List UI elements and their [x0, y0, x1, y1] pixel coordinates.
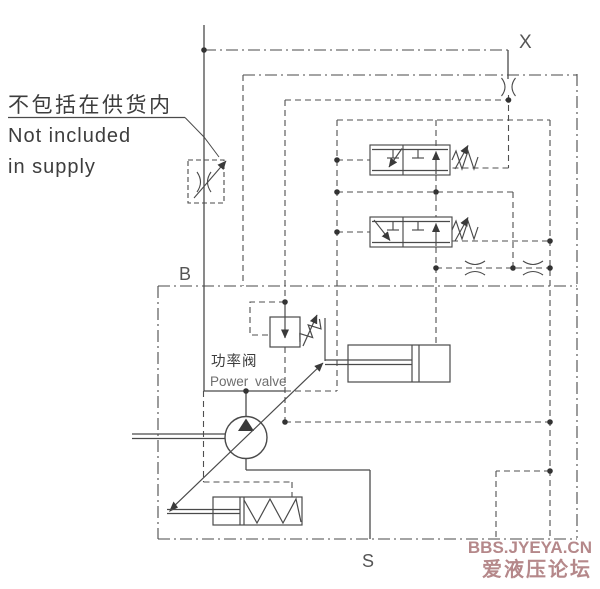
variable-displacement-pump: [132, 362, 324, 512]
spring-icon: [243, 497, 302, 525]
drive-shaft: [132, 433, 225, 440]
flow-direction-triangle: [238, 418, 254, 431]
note-english-line1: Not included: [8, 125, 131, 147]
note-chinese: 不包括在供货内: [8, 94, 173, 117]
pilot-lines: [202, 75, 551, 537]
x-line-orifice-icon: [501, 77, 516, 97]
spring-icon: [451, 145, 479, 171]
power-valve: [269, 304, 326, 361]
port-label-s: S: [362, 551, 374, 571]
bias-piston-spring: [167, 496, 303, 526]
orifice-icon: [522, 260, 544, 276]
annotation-note: 不包括在供货内 Not included in supply: [8, 94, 220, 178]
power-valve-label-cn: 功率阀: [211, 353, 258, 370]
spring-icon: [451, 217, 479, 242]
enclosure-boundary: [157, 49, 578, 540]
swashplate-arrow: [169, 362, 324, 511]
main-flow-lines: [203, 25, 509, 539]
leader-line: [184, 117, 220, 158]
pilot-orifices: [464, 260, 544, 276]
note-english-line2: in supply: [8, 156, 96, 178]
not-included-throttle-valve: [187, 159, 227, 204]
watermark-line1: BBS.JYEYA.CN: [468, 538, 592, 557]
stroking-cylinder: [325, 344, 451, 383]
proportional-pilot-valve-1: [369, 144, 479, 176]
watermark: BBS.JYEYA.CN 爱液压论坛: [468, 538, 592, 581]
orifice-icon: [464, 260, 486, 276]
watermark-line2: 爱液压论坛: [482, 557, 592, 581]
port-label-b: B: [179, 264, 191, 284]
port-label-x: X: [519, 32, 532, 53]
junction-dots: [201, 47, 553, 474]
proportional-pilot-valve-2: [369, 216, 479, 248]
power-valve-label-en: Power valve: [210, 374, 287, 389]
variable-throttle-icon: [193, 160, 227, 199]
spring-icon: [299, 318, 322, 343]
